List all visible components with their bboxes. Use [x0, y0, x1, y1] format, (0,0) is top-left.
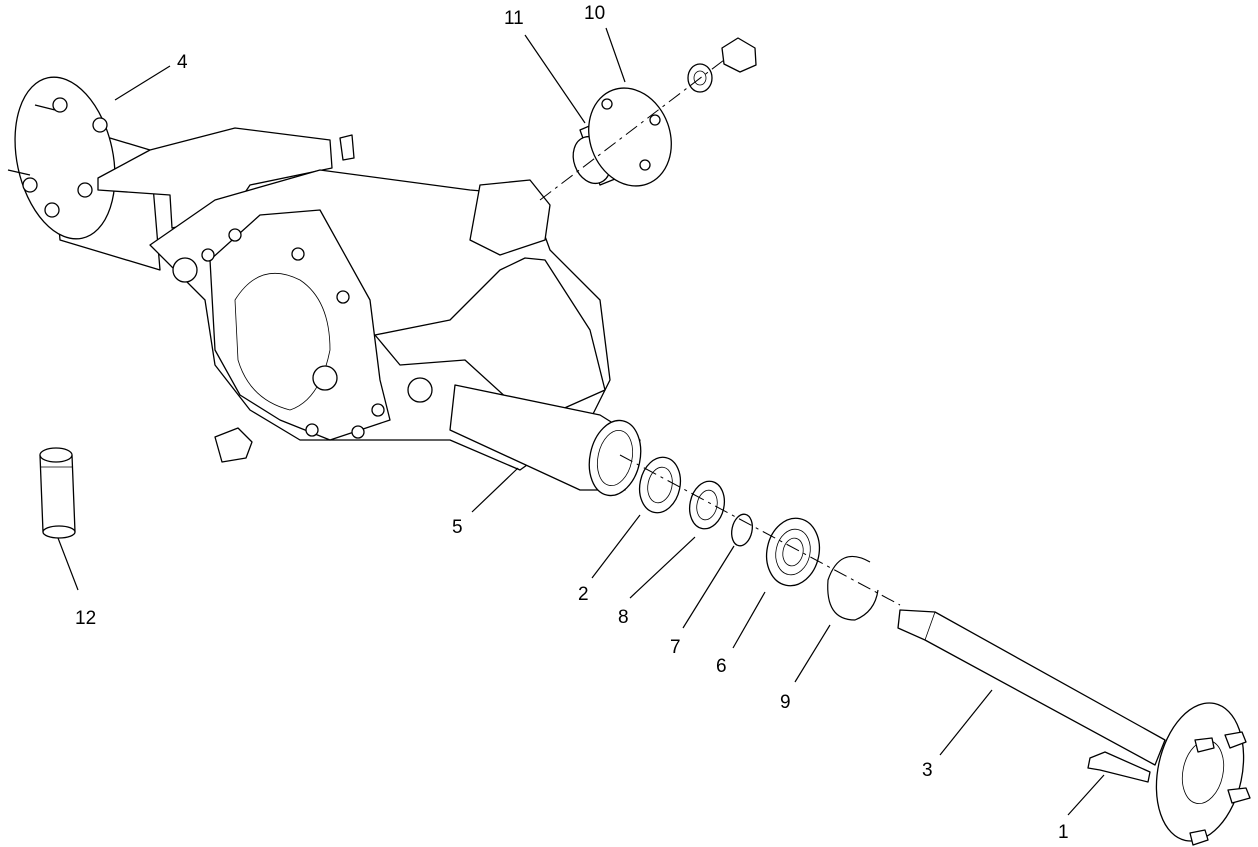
callout-9: 9: [780, 692, 791, 713]
callout-1: 1: [1058, 822, 1069, 843]
assembly-axis-line: [619, 454, 901, 606]
part-8-retainer: [688, 480, 726, 530]
callout-10: 10: [584, 3, 605, 24]
callout-3: 3: [922, 760, 933, 781]
part-4-left-flange: [7, 76, 161, 271]
callout-2: 2: [578, 584, 589, 605]
callout-12: 12: [75, 608, 96, 629]
part-7-o-ring: [731, 513, 753, 547]
callout-8: 8: [618, 607, 629, 628]
part-5-axle-housing: [97, 127, 642, 497]
part-1-wheel-stud: [1087, 751, 1151, 783]
callout-4: 4: [177, 52, 188, 73]
leader-lines: [57, 27, 1105, 816]
callout-5: 5: [452, 517, 463, 538]
part-2-seal: [638, 456, 682, 514]
callout-6: 6: [716, 656, 727, 677]
callout-labels: 1 2 3 4 5 6 7 8 9 10 11 12: [75, 3, 1069, 843]
part-11-10-pinion-flange: [539, 37, 757, 201]
part-3-axle-shaft: [897, 609, 1251, 846]
part-12-sleeve: [39, 447, 76, 539]
part-9-snap-ring: [827, 555, 879, 621]
part-6-bearing: [765, 517, 821, 587]
callout-11: 11: [504, 8, 524, 29]
callout-7: 7: [670, 637, 681, 658]
